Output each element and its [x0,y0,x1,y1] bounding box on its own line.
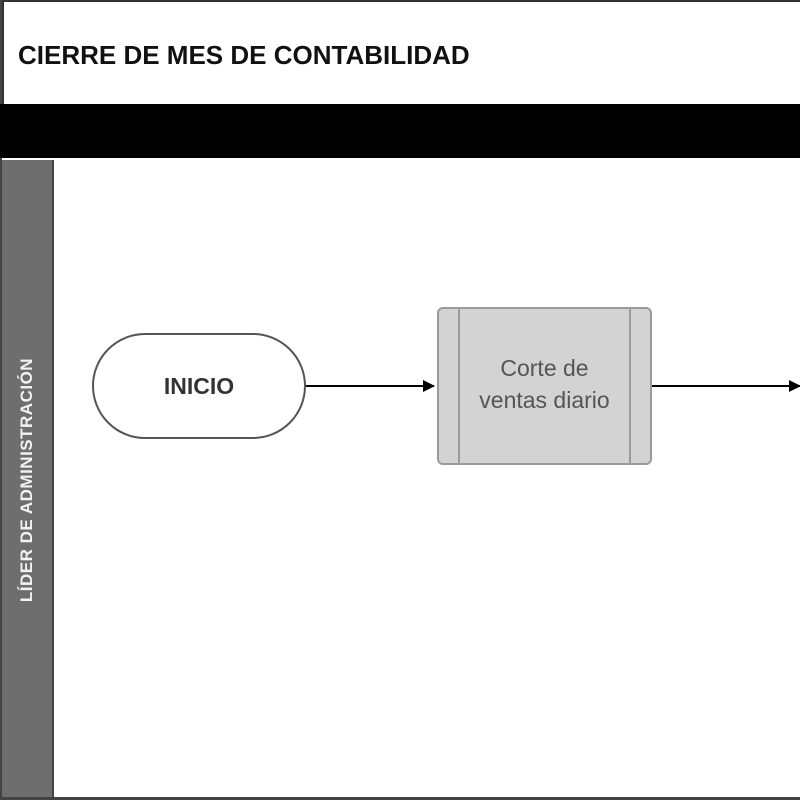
swimlane-label: LÍDER DE ADMINISTRACIÓN [17,357,36,603]
process-corte-de-ventas: Corte de ventas diario [437,307,652,465]
header-bar [0,104,800,158]
swimlane-body [52,160,800,800]
start-terminator: INICIO [92,333,306,439]
title-area: CIERRE DE MES DE CONTABILIDAD [2,0,800,104]
swimlane-header [2,160,52,800]
process-right-rule [629,309,631,463]
diagram-bottom-border [0,797,800,800]
process-label: Corte de ventas diario [479,355,610,413]
diagram-left-border [0,0,2,800]
start-terminator-label: INICIO [163,372,235,399]
diagram-title: CIERRE DE MES DE CONTABILIDAD [18,40,470,70]
process-left-rule [458,309,460,463]
